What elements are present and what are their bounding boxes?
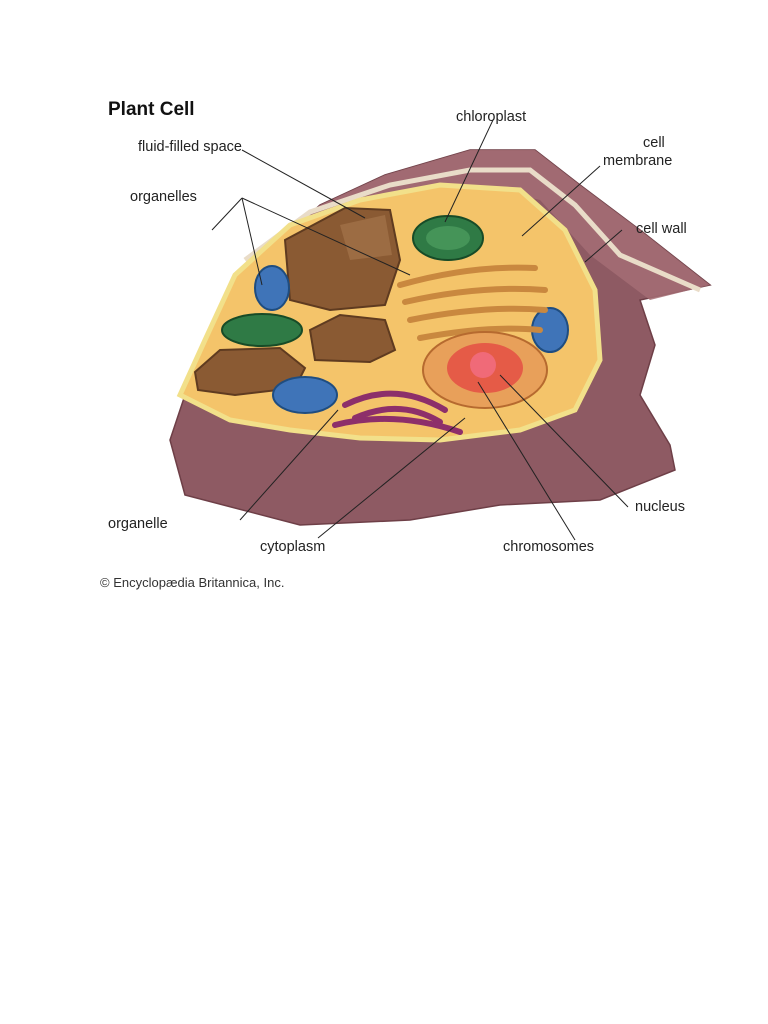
chloroplast [221,313,303,347]
label-organelles: organelles [130,189,197,205]
copyright-notice: © Encyclopædia Britannica, Inc. [100,575,285,590]
label-cell-membrane-line1: cell [643,135,665,151]
vacuole [308,313,397,364]
nucleolus [470,352,496,378]
endoplasmic-reticulum [397,264,548,341]
label-cell-wall: cell wall [636,221,687,237]
label-cell-membrane-line2: membrane [603,153,673,169]
label-cytoplasm: cytoplasm [260,539,326,555]
cell-wall-rim [243,167,702,293]
label-chromosomes: chromosomes [503,539,595,555]
plant-cell-illustration [169,149,712,526]
label-organelle: organelle [108,516,168,532]
golgi-apparatus [332,390,463,435]
mitochondrion [254,265,290,311]
label-nucleus: nucleus [635,499,685,515]
label-fluid-filled-space: fluid-filled space [138,139,242,155]
label-chloroplast: chloroplast [456,109,527,125]
pointer-lines [211,119,629,541]
diagram-title: Plant Cell [108,99,195,120]
plant-cell-figure: Plant Cell fluid-filled space organelles… [100,99,712,590]
cell-wall-top-face [240,150,710,300]
mitochondrion [272,376,338,414]
